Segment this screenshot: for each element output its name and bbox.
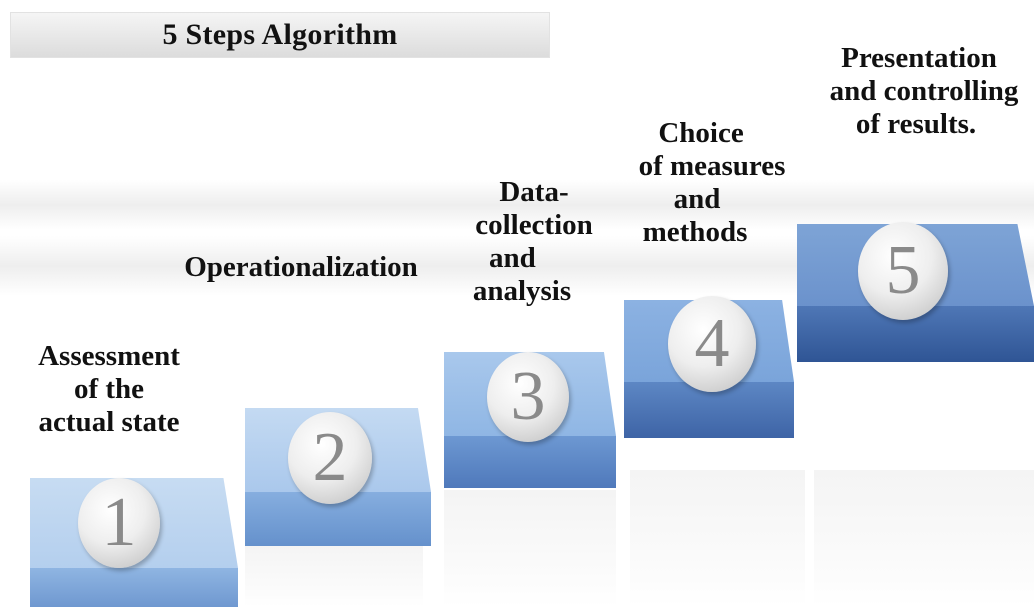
step-number-disc-3: 3 <box>487 352 569 442</box>
step-label-4: Choice of measures and methods <box>614 117 810 249</box>
step-label-4-line-4: methods <box>642 216 748 248</box>
step-label-3-line-2: collection <box>475 209 593 241</box>
step-label-1: Assessment of the actual state <box>14 340 204 439</box>
step-label-5-line-3: of results. <box>855 108 977 140</box>
step-label-5-line-1: Presentation <box>841 42 997 74</box>
diagram-title: 5 Steps Algorithm <box>10 12 550 58</box>
floor-column-5 <box>814 470 1034 607</box>
step-label-2-line-1: Operationalization <box>184 251 418 283</box>
background-band-upper <box>0 180 1034 230</box>
step-number-disc-2: 2 <box>288 412 372 504</box>
step-label-3-line-1: Data- <box>499 176 569 208</box>
step-label-3-line-4: analysis <box>472 275 572 307</box>
step-label-4-line-2: of measures <box>638 150 786 182</box>
step-label-1-line-3: actual state <box>38 406 180 438</box>
step-label-3: Data- collection and analysis <box>428 176 608 308</box>
step-label-4-line-3: and <box>673 183 721 215</box>
step-label-3-line-3: and <box>489 242 536 274</box>
step-label-1-line-2: of the <box>73 373 145 405</box>
step-label-4-line-1: Choice <box>658 117 744 149</box>
step-number-disc-4: 4 <box>668 296 756 392</box>
step-number-disc-5: 5 <box>858 222 948 320</box>
floor-column-3 <box>444 490 616 607</box>
step-label-1-line-1: Assessment <box>38 340 180 372</box>
step-label-5: Presentation and controlling of results. <box>804 42 1026 141</box>
floor-column-4 <box>630 470 805 607</box>
step-block-3 <box>444 352 616 488</box>
step-label-2: Operationalization <box>160 251 442 284</box>
step-label-5-line-2: and controlling <box>829 75 1019 107</box>
floor-column-2 <box>245 545 423 607</box>
step-number-disc-1: 1 <box>78 478 160 568</box>
